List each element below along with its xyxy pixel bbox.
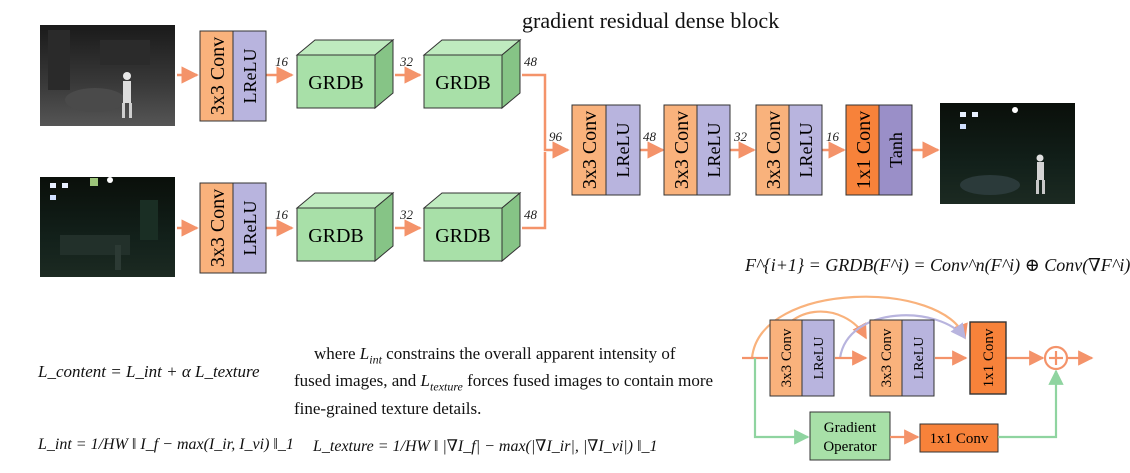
grdb-detail-diagram: 3x3 Conv LReLU 3x3 Conv LReLU 1x1 Conv G… [742, 295, 1094, 461]
bottom-conv-lrelu-block: 3x3 Conv LReLU [199, 182, 267, 274]
ch-main-16: 16 [826, 129, 840, 144]
ch-top-16: 16 [275, 54, 289, 69]
ch-top-32: 32 [399, 54, 414, 69]
ch-bot-16: 16 [275, 207, 289, 222]
arrow-top-merge [522, 73, 570, 159]
gradient-operator-label-2: Operator [823, 439, 876, 455]
fusion-lrelu-b-label: LReLU [704, 123, 724, 178]
channel-labels: 16 32 48 16 32 48 96 48 32 16 [275, 54, 840, 222]
top-grdb1-label: GRDB [308, 72, 364, 94]
gradient-to-add-line [998, 369, 1064, 439]
bottom-conv-label: 3x3 Conv [207, 189, 229, 267]
skip-arc-orange-outer [750, 295, 968, 359]
texture-loss-equation: L_texture = 1/HW ‖ |∇I_f| − max(|∇I_ir|,… [313, 438, 658, 455]
gradient-conv1-label: 1x1 Conv [930, 431, 989, 447]
top-conv-lrelu-block: 3x3 Conv LReLU [199, 30, 267, 122]
bottom-grdb2-label: GRDB [435, 225, 491, 247]
bottom-grdb-block-2: GRDB [422, 191, 522, 263]
detail-conv-a-label: 3x3 Conv [779, 328, 795, 387]
gradient-operator-label-1: Gradient [824, 420, 877, 436]
detail-conv1-label: 1x1 Conv [981, 328, 997, 387]
loss-description: where Lint constrains the overall appare… [294, 344, 714, 418]
top-grdb2-label: GRDB [435, 72, 491, 94]
bottom-grdb1-label: GRDB [308, 225, 364, 247]
ch-bot-32: 32 [399, 207, 414, 222]
fusion-lrelu-a-label: LReLU [613, 123, 633, 178]
final-conv-label: 1x1 Conv [853, 111, 875, 189]
top-lrelu-label: LReLU [240, 49, 260, 104]
skip-arc-purple [838, 314, 966, 359]
fusion-conv-c-label: 3x3 Conv [763, 111, 785, 189]
fused-output-image [940, 103, 1075, 204]
final-conv-tanh-block: 1x1 Conv Tanh [845, 104, 913, 196]
intensity-loss-equation: L_int = 1/HW ‖ I_f − max(I_ir, I_vi) ‖_1 [38, 436, 294, 453]
ch-main-48: 48 [643, 129, 657, 144]
ch-bot-48: 48 [524, 207, 538, 222]
gradient-branch-line [753, 358, 810, 445]
detail-conv-b-label: 3x3 Conv [879, 328, 895, 387]
infrared-input-image [40, 25, 175, 126]
detail-lrelu-a-label: LReLU [812, 337, 827, 380]
ch-top-48: 48 [524, 54, 538, 69]
content-loss-equation: L_content = L_int + α L_texture [38, 362, 260, 381]
ch-96: 96 [549, 129, 563, 144]
fusion-conv-a-label: 3x3 Conv [579, 111, 601, 189]
top-grdb-block-2: GRDB [422, 38, 522, 110]
final-tanh-label: Tanh [886, 132, 906, 168]
arrow-bottom-merge [522, 152, 547, 230]
fusion-conv-block-a: 3x3 Conv LReLU [571, 104, 641, 196]
fusion-conv-b-label: 3x3 Conv [671, 111, 693, 189]
diagram-title: gradient residual dense block [522, 8, 780, 33]
visible-input-image [40, 177, 175, 277]
top-grdb-block-1: GRDB [295, 38, 395, 110]
grdb-equation: F^{i+1} = GRDB(F^i) = Conv^n(F^i) ⊕ Conv… [745, 255, 1130, 275]
detail-lrelu-b-label: LReLU [912, 337, 927, 380]
fusion-lrelu-c-label: LReLU [796, 123, 816, 178]
bottom-grdb-block-1: GRDB [295, 191, 395, 263]
fusion-conv-block-b: 3x3 Conv LReLU [663, 104, 731, 196]
fusion-conv-block-c: 3x3 Conv LReLU [755, 104, 823, 196]
top-conv-label: 3x3 Conv [207, 37, 229, 115]
ch-main-32: 32 [733, 129, 748, 144]
bottom-lrelu-label: LReLU [240, 201, 260, 256]
